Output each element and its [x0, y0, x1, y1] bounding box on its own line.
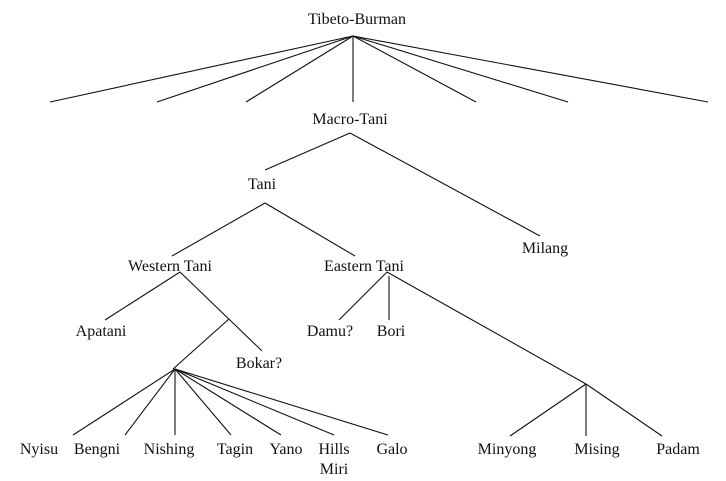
- tani-branches: [171, 202, 356, 257]
- branch-line: [172, 318, 230, 370]
- eastern-tani-branches: [338, 271, 587, 385]
- branch-line: [174, 368, 282, 436]
- node-tibeto-burman: Tibeto-Burman: [308, 11, 406, 28]
- node-mising: Mising: [574, 441, 619, 458]
- branch-line: [352, 35, 569, 103]
- branch-line: [156, 35, 354, 103]
- node-bokar: Bokar?: [236, 355, 282, 372]
- node-bori: Bori: [377, 323, 406, 340]
- node-macro-tani: Macro-Tani: [312, 111, 388, 128]
- branch-line: [352, 35, 477, 103]
- branch-line: [386, 271, 587, 385]
- western-subgroup-branches: [72, 368, 389, 436]
- branch-line: [179, 271, 263, 352]
- branch-line: [174, 368, 389, 436]
- node-milang: Milang: [522, 240, 568, 257]
- branch-line: [349, 132, 541, 237]
- branch-line: [72, 368, 176, 436]
- branch-line: [338, 271, 388, 321]
- branch-line: [352, 35, 709, 103]
- branch-line: [264, 132, 351, 171]
- node-padam: Padam: [656, 441, 700, 458]
- macro-tani-branches: [264, 132, 541, 237]
- node-bengni: Bengni: [74, 441, 121, 458]
- node-galo: Galo: [376, 441, 407, 458]
- node-eastern-tani: Eastern Tani: [324, 258, 404, 275]
- branch-line: [509, 383, 587, 437]
- branch-line: [49, 35, 354, 103]
- node-tagin: Tagin: [217, 441, 253, 458]
- branch-line: [171, 202, 266, 257]
- tibeto-burman-branches: [49, 35, 709, 103]
- node-yano: Yano: [269, 441, 302, 458]
- branch-line: [174, 368, 232, 436]
- branch-line: [124, 368, 176, 436]
- branch-line: [585, 383, 663, 437]
- node-minyong: Minyong: [478, 441, 537, 458]
- node-hills-miri-line2: Miri: [320, 461, 349, 478]
- node-damu: Damu?: [307, 323, 353, 340]
- node-tani: Tani: [248, 176, 277, 193]
- branch-line: [174, 368, 335, 436]
- branch-line: [104, 271, 181, 321]
- branch-line: [245, 35, 354, 103]
- branch-line: [264, 202, 356, 257]
- node-nishing: Nishing: [144, 441, 195, 458]
- node-western-tani: Western Tani: [128, 258, 212, 275]
- node-hills-miri: Hills: [318, 441, 349, 458]
- node-nyisu: Nyisu: [20, 441, 58, 458]
- western-tani-branches: [104, 271, 263, 370]
- node-apatani: Apatani: [76, 323, 127, 340]
- eastern-subgroup-branches: [509, 383, 663, 437]
